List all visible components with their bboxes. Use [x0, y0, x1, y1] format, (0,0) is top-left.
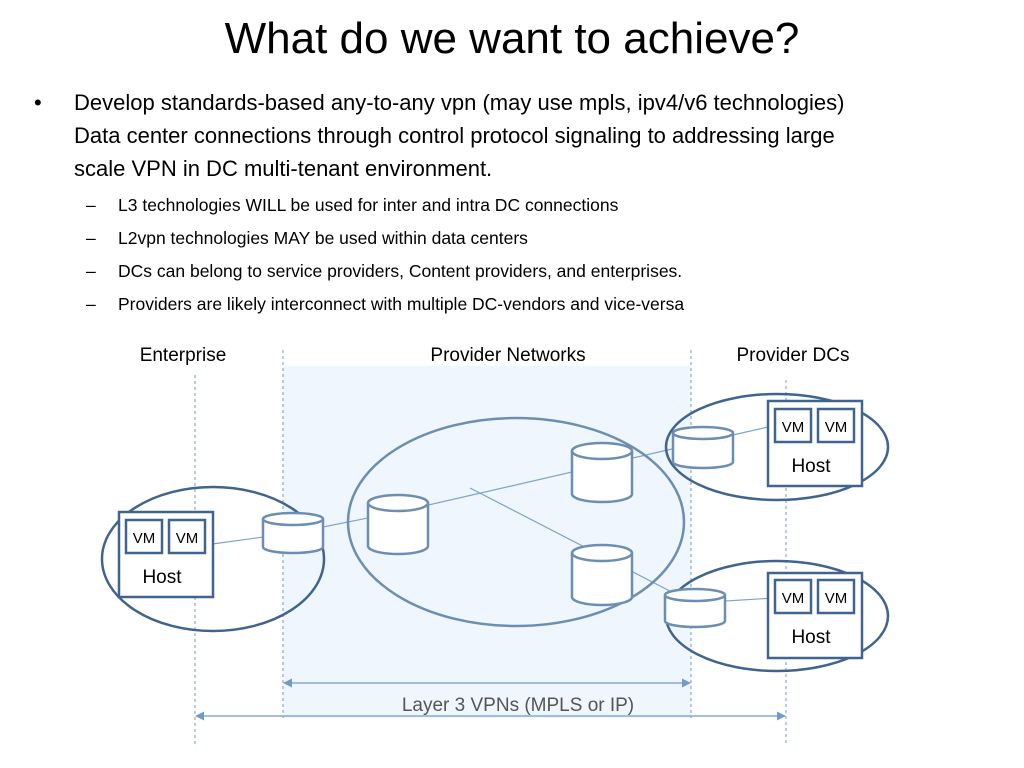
vm-label: VM — [782, 419, 805, 436]
enterprise-label: Enterprise — [140, 345, 227, 366]
vm-box — [816, 578, 856, 615]
bullet-marker: • — [34, 90, 42, 115]
sub-bullet-marker: – — [86, 294, 96, 314]
host-label: Host — [791, 456, 831, 477]
provider-network-ellipse — [346, 416, 686, 628]
sub-bullet-marker: – — [86, 195, 96, 215]
router-cylinder-icon — [570, 543, 634, 607]
sub-bullet-list: – L3 technologies WILL be used for inter… — [34, 189, 1004, 321]
sub-bullet: – Providers are likely interconnect with… — [34, 288, 1004, 321]
router-cylinder-icon — [366, 493, 430, 556]
vm-label: VM — [176, 530, 199, 547]
vm-box — [124, 518, 164, 555]
vm-box — [773, 407, 813, 444]
provider-dc-host-bottom: VM VM Host — [766, 571, 864, 660]
provider-dcs-label: Provider DCs — [737, 345, 850, 366]
sub-bullet: – L3 technologies WILL be used for inter… — [34, 189, 1004, 222]
router-cylinder-icon — [671, 425, 735, 470]
sub-bullet-marker: – — [86, 228, 96, 248]
vm-box — [167, 518, 207, 555]
slide-title: What do we want to achieve? — [224, 14, 800, 63]
enterprise-host: VM VM Host — [117, 510, 215, 599]
connection-line — [469, 487, 694, 604]
vm-label: VM — [782, 590, 805, 607]
enterprise-site-ellipse — [100, 485, 326, 633]
vm-box — [773, 578, 813, 615]
router-cylinder-icon — [663, 587, 727, 629]
main-bullet-line: Develop standards-based any-to-any vpn (… — [74, 90, 845, 115]
sub-bullet-text: L3 technologies WILL be used for inter a… — [118, 195, 619, 215]
router-cylinder-icon — [570, 441, 634, 504]
router-cylinder-icon — [261, 511, 325, 555]
main-bullet: • Develop standards-based any-to-any vpn… — [34, 86, 1004, 185]
vm-label: VM — [133, 530, 156, 547]
host-label: Host — [791, 627, 831, 648]
vm-label: VM — [825, 590, 848, 607]
sub-bullet-marker: – — [86, 261, 96, 281]
provider-dc-top-ellipse — [664, 392, 890, 502]
sub-bullet-text: L2vpn technologies MAY be used within da… — [118, 228, 528, 248]
sub-bullet: – DCs can belong to service providers, C… — [34, 255, 1004, 288]
bullet-list: • Develop standards-based any-to-any vpn… — [34, 86, 1004, 321]
layer3-vpn-label: Layer 3 VPNs (MPLS or IP) — [402, 695, 634, 716]
sub-bullet-text: Providers are likely interconnect with m… — [118, 294, 685, 314]
provider-dc-host-top: VM VM Host — [766, 399, 864, 488]
vm-label: VM — [825, 419, 848, 436]
main-bullet-line: scale VPN in DC multi-tenant environment… — [74, 156, 493, 181]
sub-bullet: – L2vpn technologies MAY be used within … — [34, 222, 1004, 255]
provider-networks-label: Provider Networks — [430, 345, 585, 366]
host-label: Host — [142, 567, 182, 588]
main-bullet-line: Data center connections through control … — [74, 123, 835, 148]
connection-line — [397, 442, 699, 513]
vm-box — [816, 407, 856, 444]
sub-bullet-text: DCs can belong to service providers, Con… — [118, 261, 683, 281]
